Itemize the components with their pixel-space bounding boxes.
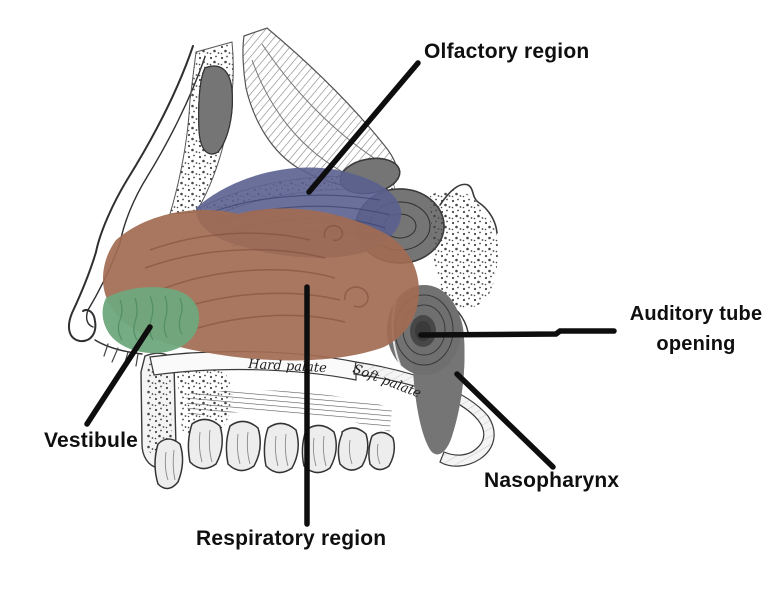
frontal-sinus-hatch: [198, 65, 233, 155]
hard-palate-caption: Hard palate: [247, 357, 328, 376]
label-vestibule: Vestibule: [44, 429, 139, 452]
label-nasopharynx: Nasopharynx: [484, 469, 620, 492]
label-respiratory-region: Respiratory region: [196, 527, 387, 550]
label-olfactory-region: Olfactory region: [424, 40, 590, 63]
leader-line-auditory: [418, 328, 617, 338]
frontal-bone: [169, 41, 234, 215]
palate-and-teeth: [140, 350, 495, 490]
label-auditory-tube-opening: Auditory tube opening: [629, 303, 763, 355]
leader-line-olfactory: [306, 60, 421, 195]
leader-line-nasopharynx: [454, 371, 556, 470]
leader-line-vestibule: [84, 324, 153, 427]
vestibule-region-overlay: [102, 287, 200, 354]
frontal-mass: [242, 27, 398, 189]
auditory-tube-opening-spot: [410, 315, 436, 347]
